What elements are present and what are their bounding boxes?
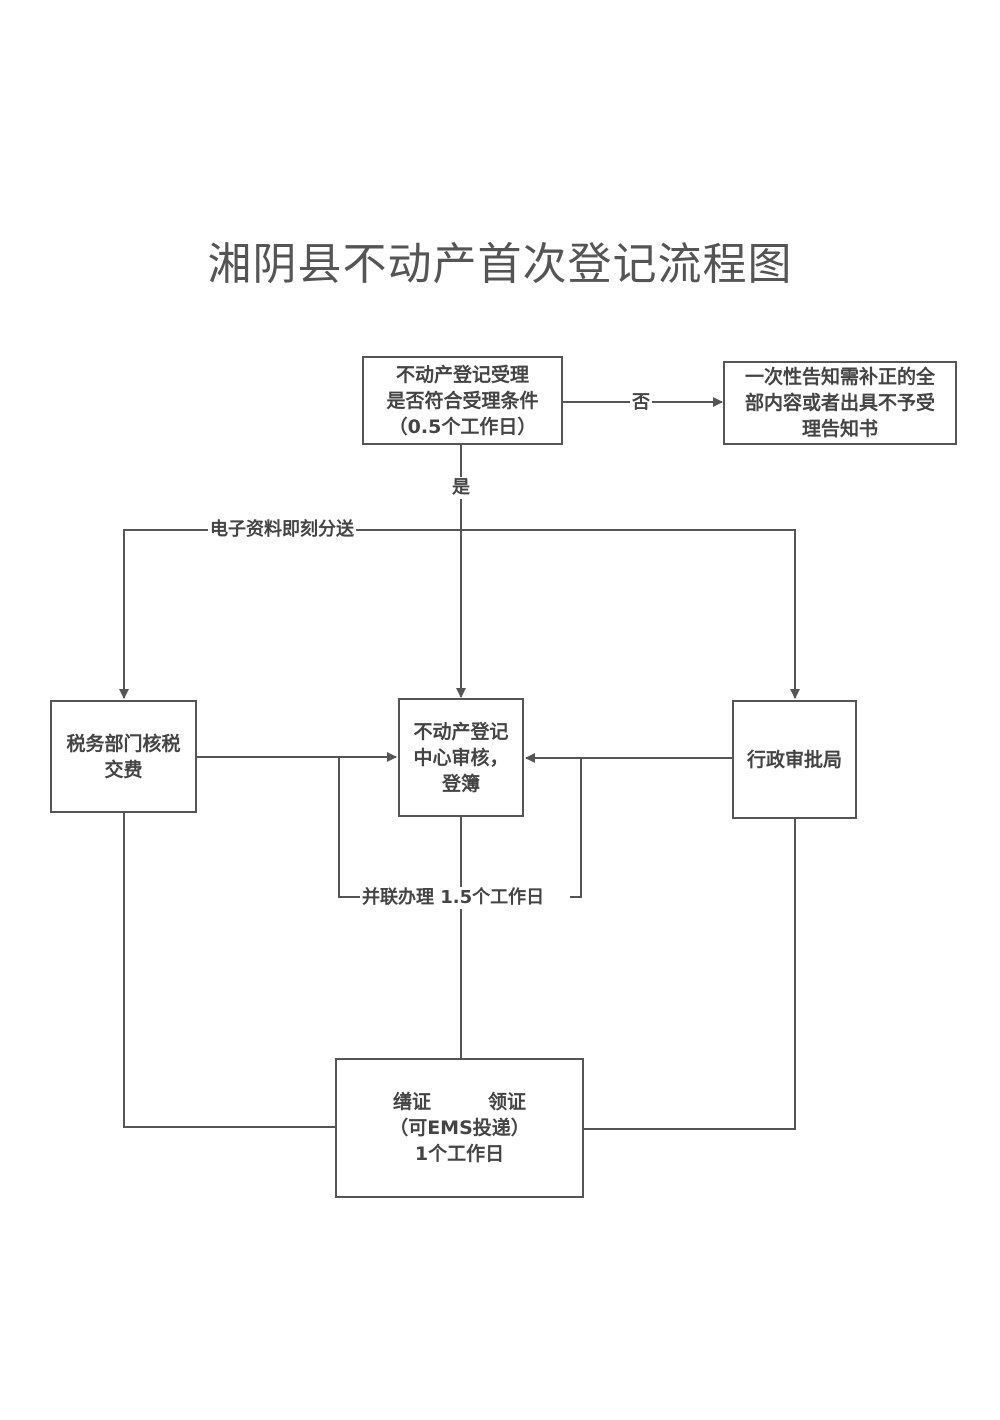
edge-label-parallel: 并联办理 1.5个工作日 [360, 887, 547, 909]
edge-label-distribute: 电子资料即刻分送 [208, 519, 356, 541]
node-center: 不动产登记 中心审核， 登簿 [398, 698, 524, 817]
edge-label-yes: 是 [450, 477, 472, 499]
node-center-line: 中心审核， [413, 746, 509, 769]
edge-tax-certificate [123, 812, 336, 1128]
node-notice-line: 一次性告知需补正的全 [744, 366, 935, 388]
node-admin-line: 行政审批局 [746, 748, 842, 771]
node-certificate-line: 1个工作日 [414, 1143, 505, 1165]
node-notice-line: 理告知书 [801, 418, 878, 440]
node-acceptance-line: 不动产登记受理 [395, 363, 529, 386]
edge-parallel-left [338, 757, 360, 898]
node-center-line: 登簿 [441, 772, 480, 795]
node-certificate-line: （可EMS投递） [389, 1117, 530, 1139]
edge-parallel-right [570, 758, 582, 898]
node-tax-line: 交费 [104, 758, 143, 781]
node-notice-line: 部内容或者出具不予受 [744, 392, 935, 414]
edge-distribute-tax [119, 529, 461, 699]
node-acceptance: 不动产登记受理 是否符合受理条件 （0.5个工作日） [362, 356, 563, 445]
node-tax-line: 税务部门核税 [66, 732, 181, 755]
node-center-line: 不动产登记 [413, 720, 509, 743]
node-certificate-line: 缮证 领证 [392, 1091, 526, 1113]
node-acceptance-line: 是否符合受理条件 [386, 389, 539, 412]
edge-admin-certificate [583, 818, 796, 1130]
node-tax: 税务部门核税 交费 [50, 700, 197, 813]
edge-distribute-admin [461, 529, 800, 699]
page-title: 湘阴县不动产首次登记流程图 [207, 239, 793, 290]
edge-label-no: 否 [630, 392, 652, 414]
node-acceptance-line: （0.5个工作日） [388, 415, 537, 438]
node-admin: 行政审批局 [732, 700, 857, 819]
node-notice: 一次性告知需补正的全 部内容或者出具不予受 理告知书 [723, 361, 957, 445]
node-certificate: 缮证 领证 （可EMS投递） 1个工作日 [335, 1058, 584, 1198]
